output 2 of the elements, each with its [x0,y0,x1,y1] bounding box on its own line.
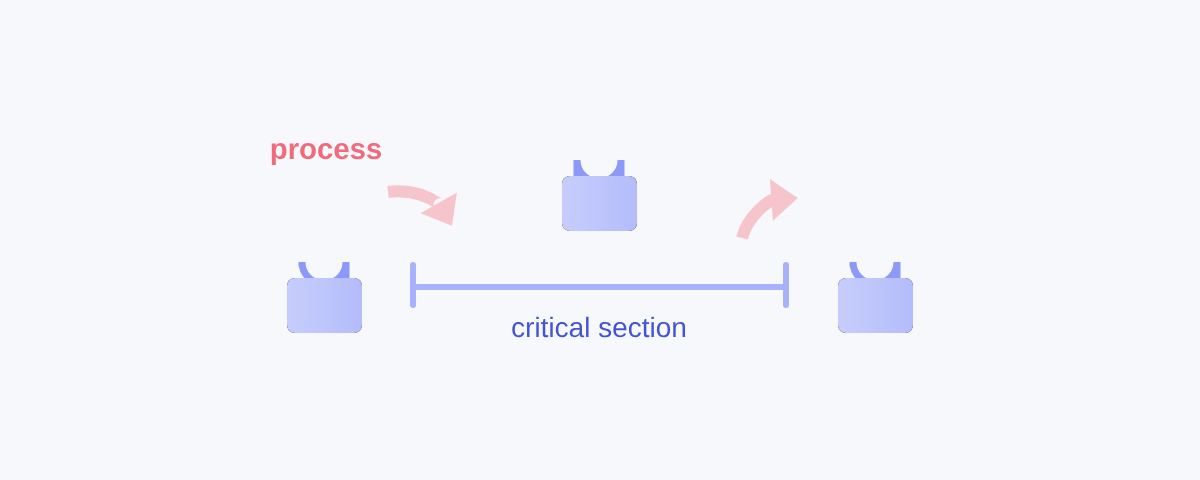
process-label: process [271,143,382,165]
section-label: critical section [512,316,686,338]
